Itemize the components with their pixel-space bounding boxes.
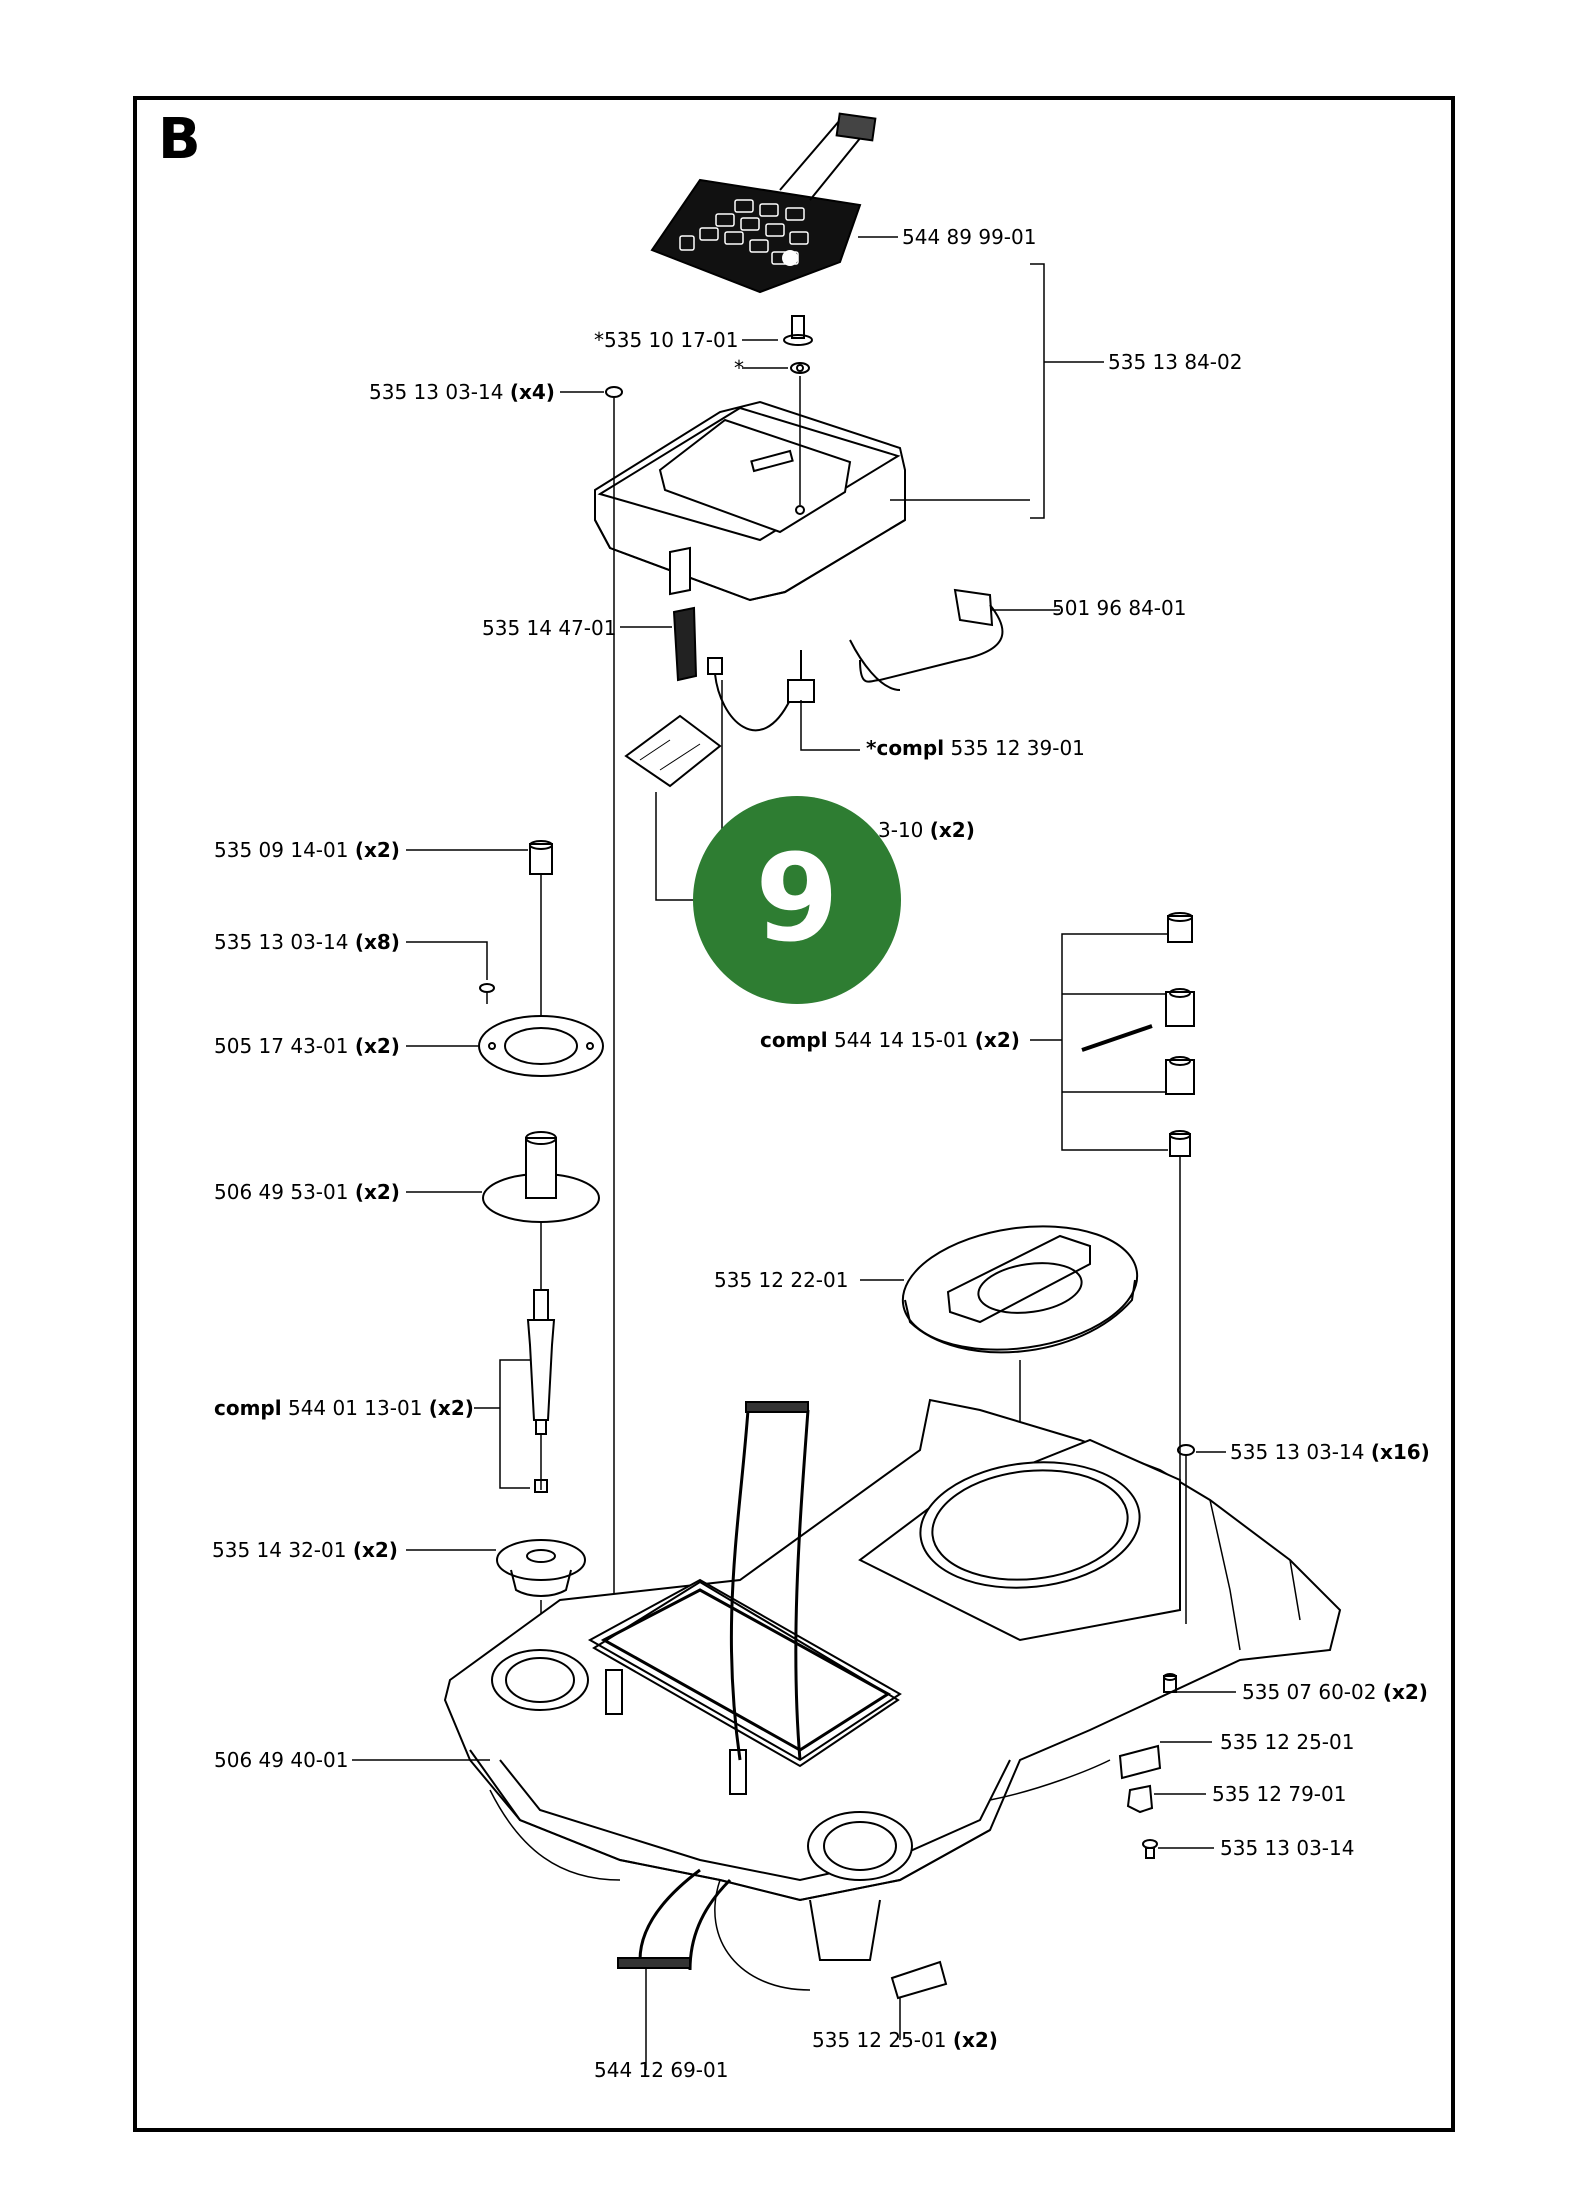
chassis-base (443, 1398, 1342, 1961)
label-washer: * (734, 356, 744, 380)
label-spacer: 535 09 14-01 (x2) (214, 838, 400, 862)
label-screw-single: 535 13 03-14 (1220, 1836, 1355, 1860)
label-board-screw: 3-10 (x2) (878, 818, 975, 842)
left-spacer (529, 840, 553, 1040)
page-number-badge: 9 (693, 796, 901, 1004)
knob-part (783, 315, 813, 505)
plate-bottom-part (890, 1960, 948, 2040)
hatch-part (901, 1225, 1139, 1536)
left-ring (478, 1015, 604, 1077)
label-plate-bottom: 535 12 25-01 (x2) (812, 2028, 998, 2052)
left-sensor (499, 1289, 556, 1493)
label-pin: 535 07 60-02 (x2) (1242, 1680, 1428, 1704)
keypad-overlay (650, 112, 877, 294)
left-shaft (482, 1131, 600, 1290)
single-screw (1142, 1839, 1158, 1859)
label-cover-screw: 535 13 03-14 (x4) (369, 380, 555, 404)
cover-screw (605, 386, 623, 1640)
label-plate: 535 12 25-01 (1220, 1730, 1355, 1754)
label-hinge-compl: compl 544 14 15-01 (x2) (760, 1028, 1020, 1052)
label-clip: 535 14 47-01 (482, 616, 617, 640)
label-hatch: 535 12 22-01 (714, 1268, 849, 1292)
section-letter: B (158, 107, 201, 172)
left-ring-screw (479, 983, 495, 1004)
circuit-board (624, 680, 723, 901)
chassis-screw (1177, 1444, 1195, 1624)
plate-part (1118, 1744, 1162, 1780)
label-chassis: 506 49 40-01 (214, 1748, 349, 1772)
label-ring: 505 17 43-01 (x2) (214, 1034, 400, 1058)
label-ribbon-cable: 544 12 69-01 (594, 2058, 729, 2082)
label-cable-compl: *compl 535 12 39-01 (866, 736, 1085, 760)
drawing-frame (133, 96, 1455, 2132)
label-clamp: 535 12 79-01 (1212, 1782, 1347, 1806)
label-knob: *535 10 17-01 (594, 328, 739, 352)
label-bushing: 535 14 32-01 (x2) (212, 1538, 398, 1562)
pin-part (1163, 1673, 1177, 1693)
top-cover (594, 400, 906, 602)
label-chassis-screw: 535 13 03-14 (x16) (1230, 1440, 1430, 1464)
hinge-column (1030, 912, 1195, 1620)
bracket-part (849, 588, 1060, 691)
label-cover-assembly: 535 13 84-02 (1108, 350, 1243, 374)
label-sensor-compl: compl 544 01 13-01 (x2) (214, 1396, 474, 1420)
label-bracket: 501 96 84-01 (1052, 596, 1187, 620)
sensor-wire (489, 1759, 1111, 1991)
clamp-part (1126, 1784, 1154, 1814)
left-bushing (496, 1539, 586, 1700)
label-ring-screw: 535 13 03-14 (x8) (214, 930, 400, 954)
leader-lines (352, 236, 1236, 1849)
ribbon-cable (617, 1401, 810, 2070)
label-shaft: 506 49 53-01 (x2) (214, 1180, 400, 1204)
label-keypad: 544 89 99-01 (902, 225, 1037, 249)
clip-part (672, 606, 860, 751)
